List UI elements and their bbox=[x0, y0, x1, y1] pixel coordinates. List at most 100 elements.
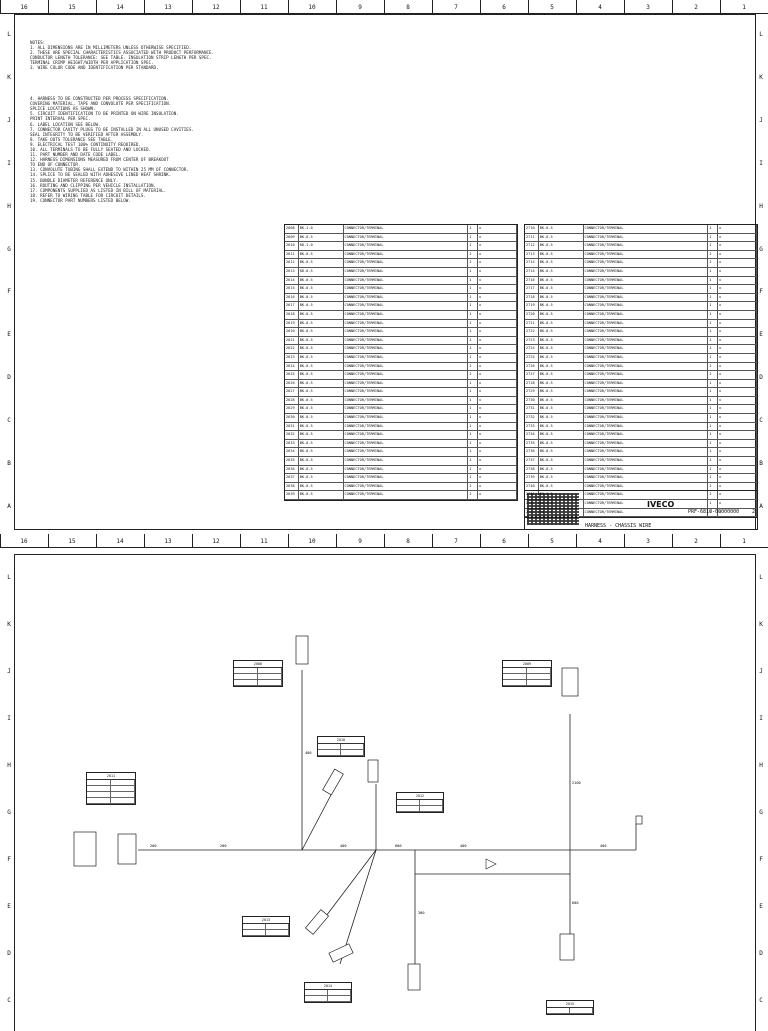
table-cell: x bbox=[718, 285, 758, 293]
table-cell: 1 bbox=[708, 439, 719, 448]
table-cell: 2724 bbox=[525, 345, 539, 353]
connector-table-8: 2015 bbox=[546, 1000, 594, 1015]
table-cell: CONNECTOR/TERMINAL bbox=[344, 267, 469, 276]
row-label: G bbox=[7, 808, 11, 816]
table-cell: CONNECTOR/TERMINAL bbox=[584, 474, 709, 482]
table-cell: 1 bbox=[468, 371, 479, 379]
table-cell: CONNECTOR/TERMINAL bbox=[344, 242, 469, 250]
table-cell: 2714 bbox=[525, 259, 539, 267]
zone-label: 7 bbox=[454, 4, 458, 11]
zone-label: 3 bbox=[646, 4, 650, 11]
table-cell: x bbox=[718, 250, 758, 259]
table-cell: CONNECTOR/TERMINAL bbox=[344, 250, 469, 259]
table-cell: x bbox=[478, 250, 518, 259]
table-cell: x bbox=[718, 431, 758, 439]
table-cell: CONNECTOR/TERMINAL bbox=[584, 328, 709, 336]
table-cell: BK-0.5 bbox=[299, 259, 344, 267]
table-cell: x bbox=[478, 285, 518, 293]
row-label: A bbox=[759, 502, 763, 510]
table-cell: 1 bbox=[468, 431, 479, 439]
table-cell: 2624 bbox=[285, 362, 299, 371]
table-cell: x bbox=[718, 396, 758, 405]
row-label: I bbox=[759, 159, 763, 167]
table-cell: 2608 bbox=[285, 225, 299, 233]
table-cell: 1 bbox=[468, 396, 479, 405]
table-cell: CONNECTOR/TERMINAL bbox=[344, 396, 469, 405]
zone-tick bbox=[96, 534, 97, 548]
zone-label: 11 bbox=[260, 538, 268, 545]
sheet-border-2 bbox=[14, 554, 756, 1031]
table-cell: x bbox=[718, 491, 758, 499]
table-cell: 2728 bbox=[525, 379, 539, 388]
row-label: K bbox=[7, 620, 11, 628]
zone-tick bbox=[720, 534, 721, 548]
table-cell: BK-0.5 bbox=[539, 405, 584, 414]
table-cell: 2712 bbox=[525, 242, 539, 250]
table-cell: BK-0.5 bbox=[299, 474, 344, 482]
table-cell: RD-0.5 bbox=[299, 267, 344, 276]
table-cell: CONNECTOR/TERMINAL bbox=[584, 371, 709, 379]
table-cell: x bbox=[718, 482, 758, 491]
note-line: 2. THESE ARE SPECIAL CHARACTERISTICS ASS… bbox=[30, 50, 215, 56]
table-cell: x bbox=[718, 405, 758, 414]
note-line: COVERING MATERIAL, TAPE AND CONVOLUTE PE… bbox=[30, 101, 172, 107]
table-cell: BK-0.5 bbox=[539, 457, 584, 465]
zone-label: 11 bbox=[260, 4, 268, 11]
table-cell: x bbox=[478, 465, 518, 474]
table-cell: BK-0.5 bbox=[299, 482, 344, 491]
table-cell: 1 bbox=[468, 405, 479, 414]
connector-low-2 bbox=[328, 943, 354, 963]
connector-mid-1 bbox=[367, 759, 379, 783]
zone-label: 13 bbox=[164, 538, 172, 545]
table-cell: 1 bbox=[468, 302, 479, 310]
qr-code-icon bbox=[527, 493, 579, 525]
table-cell: 2622 bbox=[285, 345, 299, 353]
row-label: E bbox=[759, 902, 763, 910]
zone-tick bbox=[384, 0, 385, 14]
zone-label: 15 bbox=[68, 4, 76, 11]
row-label: F bbox=[759, 855, 763, 863]
table-cell: x bbox=[718, 500, 758, 508]
table-cell: 2722 bbox=[525, 328, 539, 336]
table-cell: BK-0.5 bbox=[539, 439, 584, 448]
table-cell: x bbox=[718, 362, 758, 371]
zone-tick bbox=[144, 0, 145, 14]
zone-tick bbox=[576, 0, 577, 14]
table-cell: CONNECTOR/TERMINAL bbox=[344, 353, 469, 362]
table-cell: 2632 bbox=[285, 431, 299, 439]
zone-tick bbox=[480, 0, 481, 14]
zone-label: 4 bbox=[598, 538, 602, 545]
table-cell: 1 bbox=[708, 465, 719, 474]
table-cell: CONNECTOR/TERMINAL bbox=[344, 414, 469, 422]
table-cell: BK-0.5 bbox=[299, 431, 344, 439]
table-cell: BK-0.5 bbox=[539, 293, 584, 302]
table-cell: BK-0.5 bbox=[299, 250, 344, 259]
table-cell: x bbox=[478, 267, 518, 276]
table-cell: BK-0.5 bbox=[299, 353, 344, 362]
table-cell: BK-0.5 bbox=[539, 431, 584, 439]
table-cell: 2729 bbox=[525, 388, 539, 396]
table-cell: BK-0.5 bbox=[299, 439, 344, 448]
table-cell: BK-0.5 bbox=[539, 379, 584, 388]
table-cell: BK-0.5 bbox=[299, 448, 344, 457]
table-cell: 1 bbox=[708, 310, 719, 319]
table-cell: 1 bbox=[468, 225, 479, 233]
row-label: B bbox=[7, 459, 11, 467]
table-cell: CONNECTOR/TERMINAL bbox=[584, 379, 709, 388]
